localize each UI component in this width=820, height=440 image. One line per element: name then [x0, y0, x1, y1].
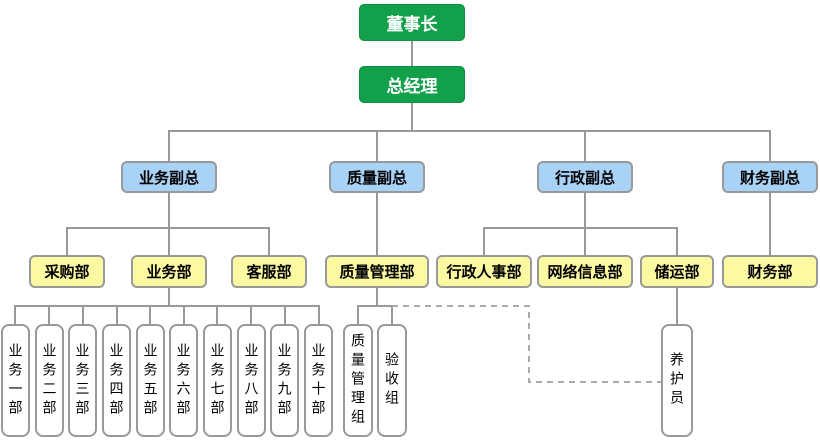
node-team-business-10: 业务十部 — [304, 324, 333, 437]
node-team-business-5: 业务五部 — [136, 324, 165, 437]
node-team-business-4: 业务四部 — [102, 324, 131, 437]
connector-vp-bus — [168, 130, 771, 161]
node-dept-customer-service: 客服部 — [231, 255, 307, 288]
node-dept-storage-transport: 储运部 — [640, 255, 714, 288]
node-team-label: 养护员 — [669, 352, 685, 409]
node-team-label: 业务九部 — [276, 342, 293, 419]
node-dept-admin-hr: 行政人事部 — [436, 255, 532, 288]
node-vp-business: 业务副总 — [121, 161, 217, 193]
node-team-label: 业务十部 — [310, 342, 327, 419]
node-vp-quality: 质量副总 — [329, 161, 425, 193]
node-team-label: 业务一部 — [7, 342, 24, 419]
node-team-business-7: 业务七部 — [203, 324, 232, 437]
connector-dashed-link — [392, 305, 661, 383]
node-team-label: 业务四部 — [108, 342, 125, 419]
connector-business-teams-bus — [14, 305, 320, 324]
connector-admin-dept-bus — [483, 227, 678, 256]
node-dept-business: 业务部 — [131, 255, 207, 288]
node-team-acceptance-group: 验收组 — [377, 324, 407, 437]
node-team-label: 业务三部 — [74, 342, 91, 419]
node-team-label: 业务六部 — [175, 342, 192, 419]
connector-team-drops — [48, 306, 286, 324]
node-chairman: 董事长 — [359, 4, 465, 41]
node-dept-quality-management: 质量管理部 — [325, 255, 429, 288]
node-team-business-1: 业务一部 — [1, 324, 30, 437]
node-dept-finance: 财务部 — [722, 255, 818, 288]
node-dept-network-info: 网络信息部 — [537, 255, 633, 288]
node-team-label: 验收组 — [384, 352, 400, 409]
node-dept-purchasing: 采购部 — [29, 255, 105, 288]
node-team-business-9: 业务九部 — [270, 324, 299, 437]
node-team-label: 业务二部 — [41, 342, 58, 419]
node-vp-finance: 财务副总 — [722, 161, 818, 193]
node-team-quality-management-group: 质量管理组 — [343, 324, 373, 437]
node-general-manager: 总经理 — [359, 66, 465, 103]
node-vp-admin: 行政副总 — [537, 161, 633, 193]
node-team-maintenance-staff: 养护员 — [661, 324, 693, 437]
node-team-business-8: 业务八部 — [237, 324, 266, 437]
node-team-label: 业务七部 — [209, 342, 226, 419]
node-team-label: 业务八部 — [243, 342, 260, 419]
node-team-label: 质量管理组 — [350, 333, 366, 428]
node-team-label: 业务五部 — [142, 342, 159, 419]
node-team-business-3: 业务三部 — [68, 324, 97, 437]
node-team-business-6: 业务六部 — [169, 324, 198, 437]
connector-qm-teams-bus — [357, 305, 393, 324]
node-team-business-2: 业务二部 — [35, 324, 64, 437]
